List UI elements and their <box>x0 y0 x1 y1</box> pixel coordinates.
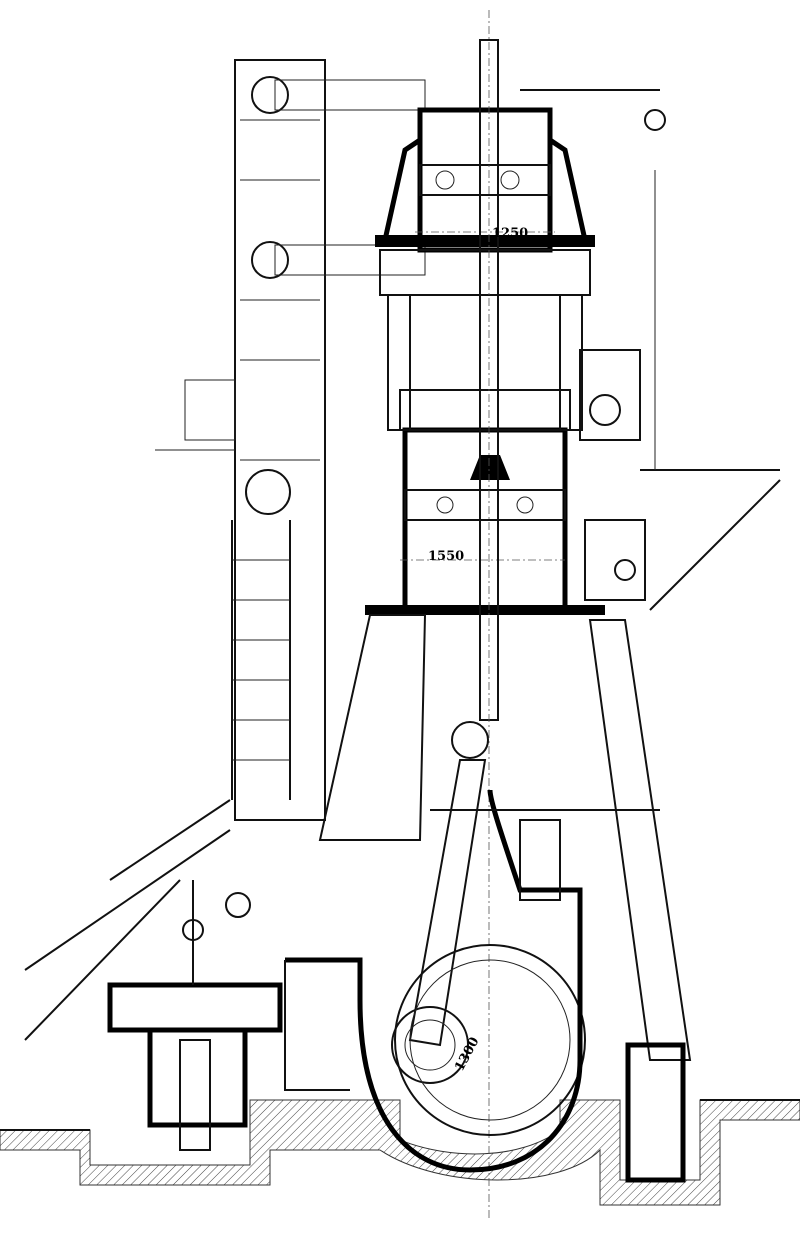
dimension-upper-bore: 1250 <box>492 226 528 241</box>
lower-cylinder <box>365 389 605 615</box>
crank-mechanism <box>284 721 660 1173</box>
dimension-crank: 1300 <box>452 1035 482 1074</box>
dimension-lower-bore: 1550 <box>428 549 464 564</box>
upper-cylinder <box>375 107 595 296</box>
auxiliary-pump <box>107 880 283 1151</box>
ladder <box>231 520 291 800</box>
valve-gear <box>520 89 781 611</box>
piston-rod <box>479 10 499 1220</box>
columns <box>318 294 692 1183</box>
foundation <box>0 1099 800 1206</box>
left-frame <box>24 59 426 1041</box>
